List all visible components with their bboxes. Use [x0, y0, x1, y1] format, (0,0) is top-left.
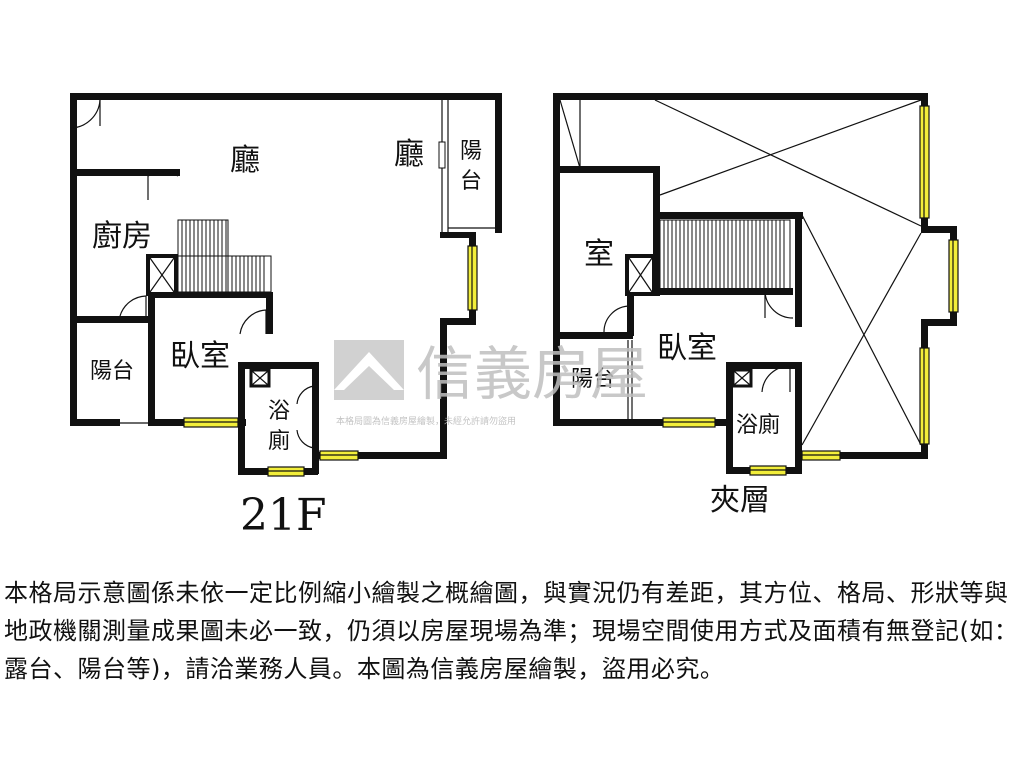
bath-char-1: 浴 — [268, 399, 290, 424]
floor-label-mezzanine: 夾層 — [710, 483, 770, 518]
floor-plan-mezzanine: 室 臥室 陽台 浴廁 夾層 — [553, 93, 959, 518]
room-label-bath-mezz: 浴廁 — [736, 413, 780, 438]
room-label-bath: 浴 廁 — [268, 399, 297, 454]
floor-plan-21f: 廳 廳 陽 台 廚房 陽台 臥室 浴 廁 21F — [69, 93, 502, 541]
room-label-balcony-mezz: 陽台 — [571, 367, 615, 392]
balcony-top-char-1: 陽 — [460, 139, 482, 164]
balcony-top-char-2: 台 — [460, 169, 482, 194]
disclaimer-text: 本格局示意圖係未依一定比例縮小繪製之概繪圖，與實況仍有差距，其方位、格局、形狀等… — [4, 579, 1019, 683]
room-label-kitchen: 廚房 — [92, 219, 152, 254]
watermark-brand: 信義房屋 — [416, 340, 648, 408]
staircase-21f — [177, 219, 272, 293]
floor-plan-drawing: 廳 廳 陽 台 廚房 陽台 臥室 浴 廁 21F — [69, 93, 959, 541]
watermark-notice: 本格局圖為信義房屋繪製，未經允許請勿盜用 — [336, 415, 516, 427]
room-label-room: 室 — [584, 237, 614, 272]
staircase-mezzanine — [659, 219, 791, 291]
watermark: 信義房屋 本格局圖為信義房屋繪製，未經允許請勿盜用 — [334, 340, 648, 427]
room-label-balcony-left: 陽台 — [90, 359, 134, 384]
room-label-living-2: 廳 — [394, 137, 424, 172]
floor-label-21f: 21F — [240, 490, 327, 541]
brand-logo-icon — [334, 340, 404, 400]
room-label-balcony-top: 陽 台 — [460, 139, 489, 194]
bath-char-2: 廁 — [268, 429, 290, 454]
room-label-living-1: 廳 — [230, 143, 260, 178]
room-label-bedroom-mezz: 臥室 — [657, 331, 717, 366]
room-label-bedroom: 臥室 — [170, 339, 230, 374]
